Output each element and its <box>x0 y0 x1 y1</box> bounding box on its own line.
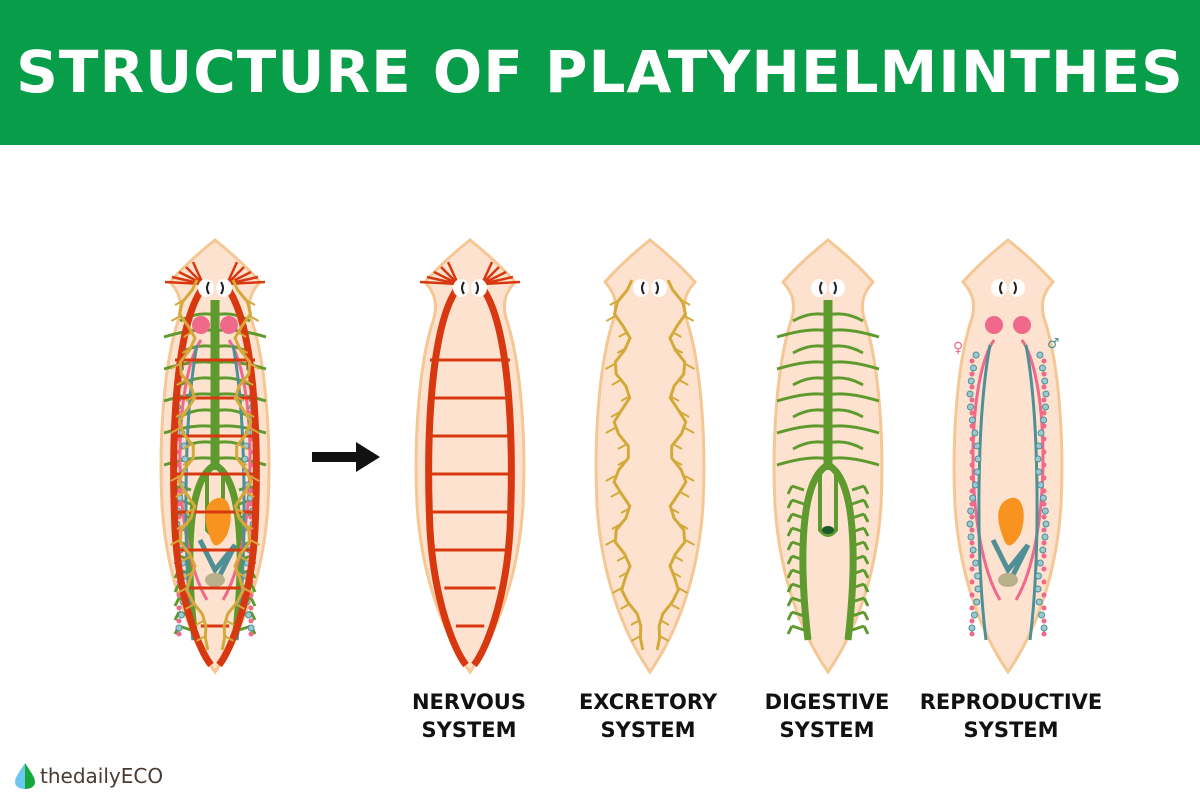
digestive-system <box>776 300 880 641</box>
female-symbol: ♀ <box>953 340 964 356</box>
flatworm-reproductive <box>952 238 1064 674</box>
flatworm-nervous <box>414 238 526 674</box>
leaf-drop-icon <box>15 763 35 789</box>
logo-text: thedailyECO <box>40 764 164 788</box>
flatworm-complete <box>159 238 271 674</box>
reproductive-system <box>966 316 1050 641</box>
flatworm-excretory <box>594 238 706 674</box>
excretory-system <box>605 279 695 651</box>
copulatory-organ <box>205 497 231 546</box>
arrow-icon <box>312 442 380 472</box>
excretory-system <box>170 279 260 651</box>
nervous-system <box>419 261 521 668</box>
flatworm-digestive <box>772 238 884 674</box>
logo: thedailyECO <box>14 762 163 790</box>
copulatory-organ <box>998 497 1024 546</box>
male-symbol: ♂ <box>1047 336 1060 352</box>
title-banner: STRUCTURE OF PLATYHELMINTHES <box>0 0 1200 145</box>
page-title: STRUCTURE OF PLATYHELMINTHES <box>16 38 1184 106</box>
